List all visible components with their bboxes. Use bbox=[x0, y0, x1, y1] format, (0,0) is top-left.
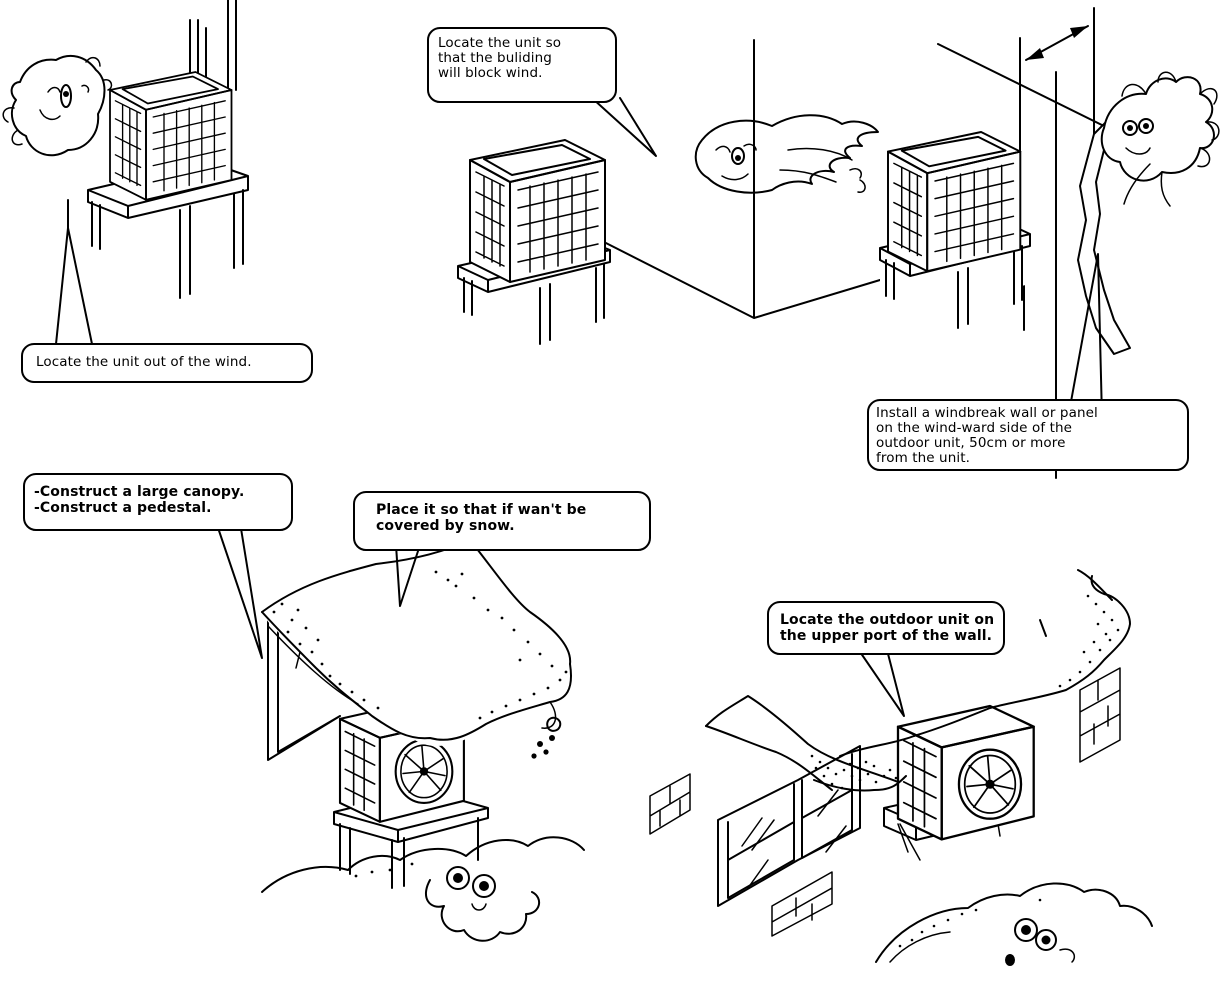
wind-face-icon bbox=[3, 56, 111, 155]
callout-windbreak: Install a windbreak wall or panel on the… bbox=[876, 406, 1098, 466]
wind-face-icon bbox=[1102, 72, 1219, 206]
panel-canopy-pedestal bbox=[24, 474, 650, 941]
callout-canopy-pedestal: -Construct a large canopy. -Construct a … bbox=[34, 484, 244, 516]
outdoor-unit bbox=[888, 132, 1020, 271]
callout-upper-wall: Locate the outdoor unit on the upper por… bbox=[780, 612, 994, 644]
callout-not-covered-snow: Place it so that if wan't be covered by … bbox=[376, 502, 586, 534]
outdoor-unit bbox=[470, 140, 605, 282]
snow-mound bbox=[876, 883, 1152, 962]
callout-pointer bbox=[856, 646, 904, 716]
fan-unit-right bbox=[884, 706, 1034, 860]
callout-pointer bbox=[56, 228, 92, 344]
wall-line bbox=[706, 696, 898, 790]
outdoor-unit bbox=[898, 706, 1034, 839]
wind-face-icon bbox=[696, 115, 878, 192]
canopy bbox=[262, 540, 571, 759]
callout-out-of-wind: Locate the unit out of the wind. bbox=[36, 355, 252, 370]
callout-building-block: Locate the unit so that the buliding wil… bbox=[438, 36, 561, 81]
callout-pointer bbox=[592, 98, 656, 156]
snow-face-icon bbox=[447, 867, 495, 910]
callout-pointer bbox=[212, 510, 262, 658]
outdoor-unit bbox=[110, 72, 232, 200]
panel-out-of-wind bbox=[3, 0, 312, 382]
window bbox=[718, 746, 860, 906]
snow-face-icon bbox=[1005, 919, 1074, 966]
